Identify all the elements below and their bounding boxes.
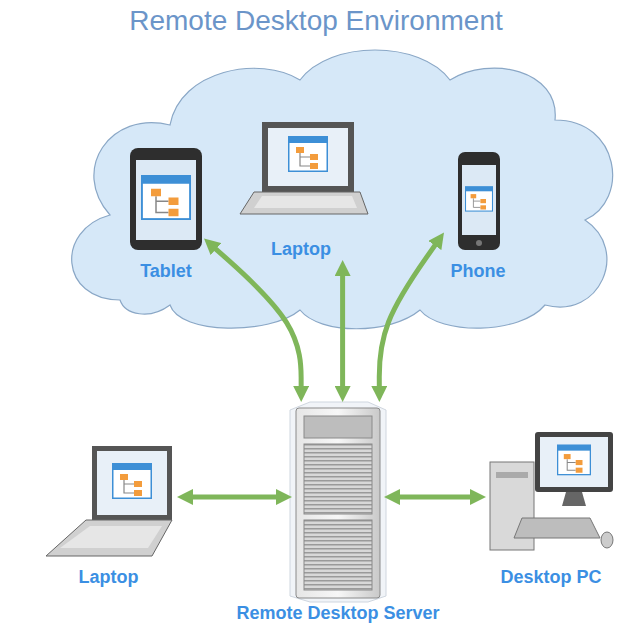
laptop-icon: [240, 122, 368, 214]
device-node: Tablet: [128, 146, 204, 282]
device-label: Laptop: [79, 566, 139, 588]
device-node: Desktop PC: [486, 430, 616, 588]
device-node: Laptop: [40, 443, 177, 588]
device-label: Tablet: [140, 260, 192, 282]
phone-icon: [458, 152, 500, 250]
device-node: Laptop: [236, 120, 366, 260]
connector-arrow: [214, 248, 301, 388]
connector-arrow: [340, 274, 345, 388]
device-label: Desktop PC: [500, 566, 601, 588]
connector-arrow: [191, 494, 278, 499]
diagram-title: Remote Desktop Environment: [0, 4, 632, 38]
device-label: Phone: [450, 260, 505, 282]
device-node: Remote Desktop Server: [292, 402, 384, 600]
tablet-icon: [130, 148, 202, 250]
laptop-icon: [46, 446, 172, 556]
device-label: Laptop: [271, 238, 331, 260]
device-node: Phone: [444, 148, 512, 282]
device-label: Remote Desktop Server: [236, 602, 439, 624]
server-icon: [290, 402, 386, 602]
connector-arrow: [379, 244, 436, 388]
connector-arrow: [398, 494, 472, 499]
desktop-pc-icon: [490, 432, 613, 550]
